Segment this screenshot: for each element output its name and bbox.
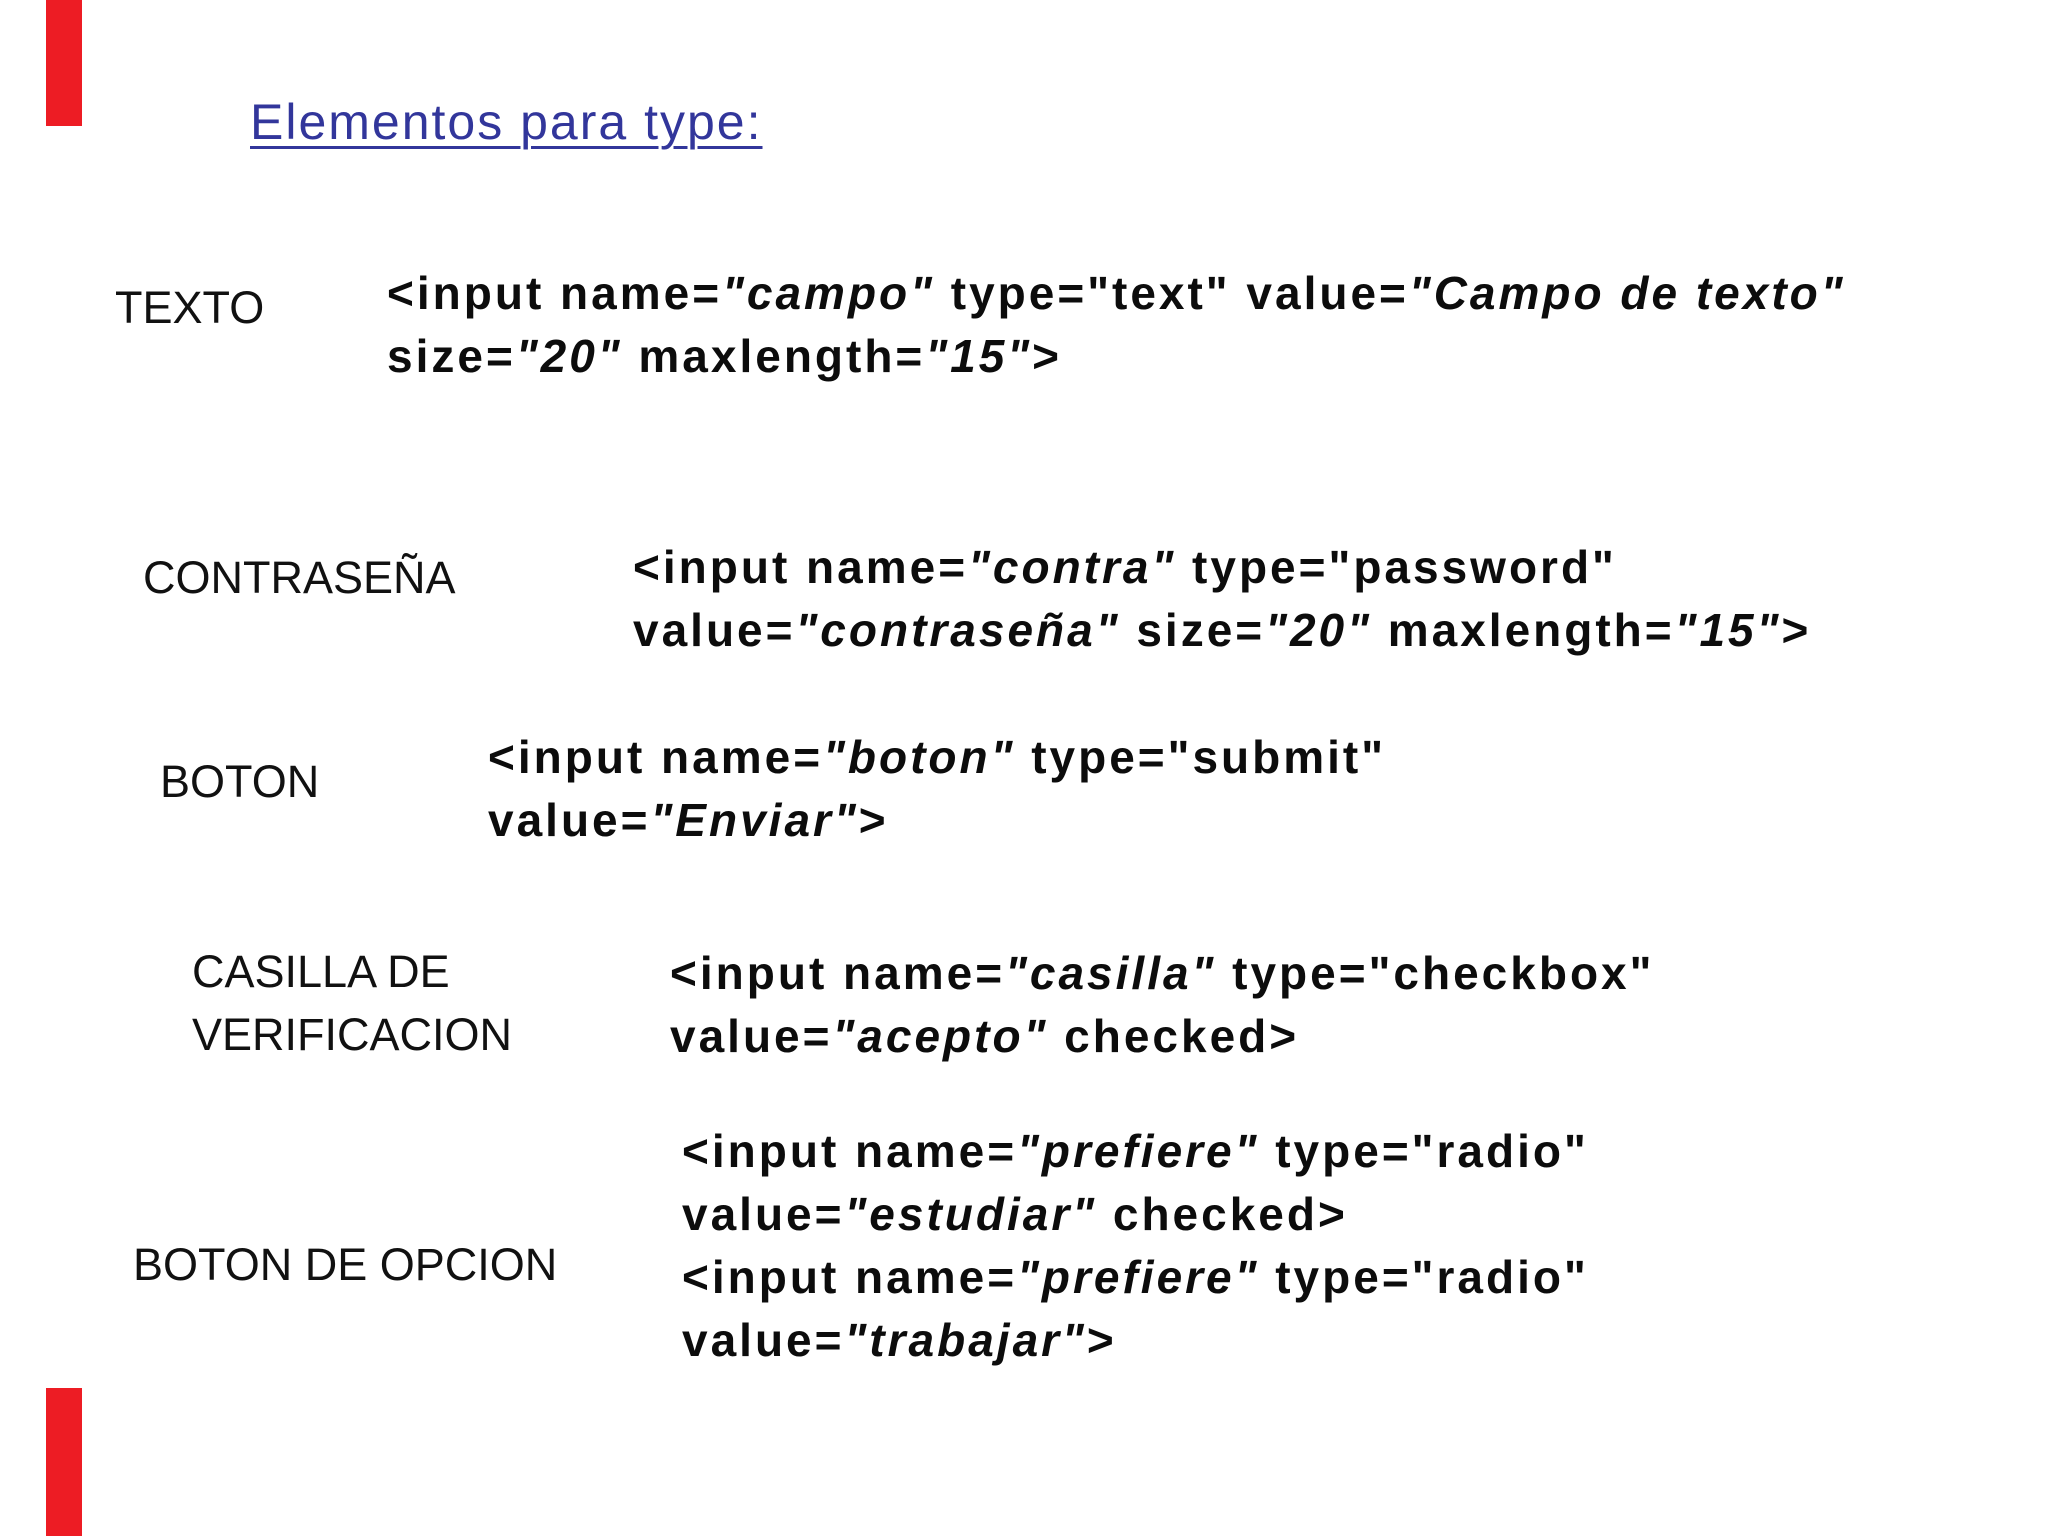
code-attribute-value: "contraseña"	[795, 604, 1121, 656]
code-text: <input name=	[682, 1251, 1018, 1303]
element-label-line: VERIFICACION	[192, 1009, 513, 1060]
code-text: <input name=	[488, 731, 824, 783]
element-label: TEXTO	[115, 276, 264, 339]
element-label-line: CONTRASEÑA	[143, 552, 456, 603]
code-line: value="Enviar">	[488, 789, 1386, 852]
code-attribute-value: "15"	[1674, 604, 1782, 656]
page-title: Elementos para type:	[250, 94, 763, 150]
element-label: BOTON DE OPCION	[133, 1233, 557, 1296]
code-text: type="password"	[1176, 541, 1617, 593]
code-attribute-value: "Campo de texto"	[1408, 267, 1846, 319]
code-line: size="20" maxlength="15">	[387, 325, 1846, 388]
red-accent-bar-bottom	[46, 1388, 82, 1536]
code-attribute-value: "acepto"	[832, 1010, 1049, 1062]
code-attribute-value: "boton"	[823, 731, 1016, 783]
code-text: value=	[670, 1010, 833, 1062]
code-attribute-value: "20"	[515, 330, 623, 382]
code-text: type="radio"	[1259, 1251, 1589, 1303]
element-label: CASILLA DE VERIFICACION	[192, 940, 512, 1066]
code-attribute-value: "Enviar"	[650, 794, 859, 846]
element-label-line: TEXTO	[115, 282, 265, 333]
code-attribute-value: "prefiere"	[1017, 1125, 1260, 1177]
code-attribute-value: "campo"	[722, 267, 935, 319]
element-label-line: BOTON	[160, 756, 320, 807]
code-line: <input name="boton" type="submit"	[488, 726, 1386, 789]
code-text: <input name=	[670, 947, 1006, 999]
html-code-snippet: <input name="boton" type="submit"value="…	[488, 726, 1386, 852]
code-attribute-value: "contra"	[968, 541, 1177, 593]
code-attribute-value: "15"	[925, 330, 1033, 382]
code-line: <input name="prefiere" type="radio"	[682, 1246, 1589, 1309]
code-line: value="contraseña" size="20" maxlength="…	[633, 599, 1811, 662]
code-attribute-value: "casilla"	[1005, 947, 1217, 999]
html-code-snippet: <input name="prefiere" type="radio"value…	[682, 1120, 1589, 1372]
code-text: >	[1086, 1314, 1117, 1366]
html-code-snippet: <input name="casilla" type="checkbox"val…	[670, 942, 1654, 1068]
html-code-snippet: <input name="contra" type="password"valu…	[633, 536, 1811, 662]
element-label-line: CASILLA DE	[192, 946, 450, 997]
element-label: CONTRASEÑA	[143, 546, 456, 609]
code-text: value=	[488, 794, 651, 846]
code-text: type="submit"	[1015, 731, 1387, 783]
code-attribute-value: "prefiere"	[1017, 1251, 1260, 1303]
code-text: >	[1032, 330, 1062, 382]
code-text: value=	[682, 1188, 845, 1240]
element-label-line: BOTON DE OPCION	[133, 1239, 558, 1290]
code-attribute-value: "trabajar"	[844, 1314, 1087, 1366]
code-line: <input name="casilla" type="checkbox"	[670, 942, 1654, 1005]
code-line: <input name="campo" type="text" value="C…	[387, 262, 1846, 325]
code-text: >	[1781, 604, 1812, 656]
code-line: value="estudiar" checked>	[682, 1183, 1589, 1246]
code-line: value="trabajar">	[682, 1309, 1589, 1372]
code-line: <input name="prefiere" type="radio"	[682, 1120, 1589, 1183]
html-code-snippet: <input name="campo" type="text" value="C…	[387, 262, 1846, 388]
code-text: <input name=	[633, 541, 969, 593]
element-label: BOTON	[160, 750, 319, 813]
code-text: checked>	[1097, 1188, 1348, 1240]
code-text: value=	[633, 604, 796, 656]
code-attribute-value: "20"	[1265, 604, 1372, 656]
code-text: checked>	[1048, 1010, 1300, 1062]
code-text: <input name=	[682, 1125, 1018, 1177]
code-text: size=	[1120, 604, 1266, 656]
code-text: value=	[682, 1314, 845, 1366]
code-text: <input name=	[387, 267, 723, 319]
code-text: type="checkbox"	[1216, 947, 1655, 999]
code-line: value="acepto" checked>	[670, 1005, 1654, 1068]
red-accent-bar-top	[46, 0, 82, 126]
code-attribute-value: "estudiar"	[844, 1188, 1098, 1240]
code-text: type="text" value=	[934, 267, 1409, 319]
code-text: maxlength=	[1371, 604, 1675, 656]
code-text: size=	[387, 330, 516, 382]
code-text: >	[858, 794, 889, 846]
code-text: maxlength=	[622, 330, 926, 382]
code-text: type="radio"	[1259, 1125, 1589, 1177]
code-line: <input name="contra" type="password"	[633, 536, 1811, 599]
